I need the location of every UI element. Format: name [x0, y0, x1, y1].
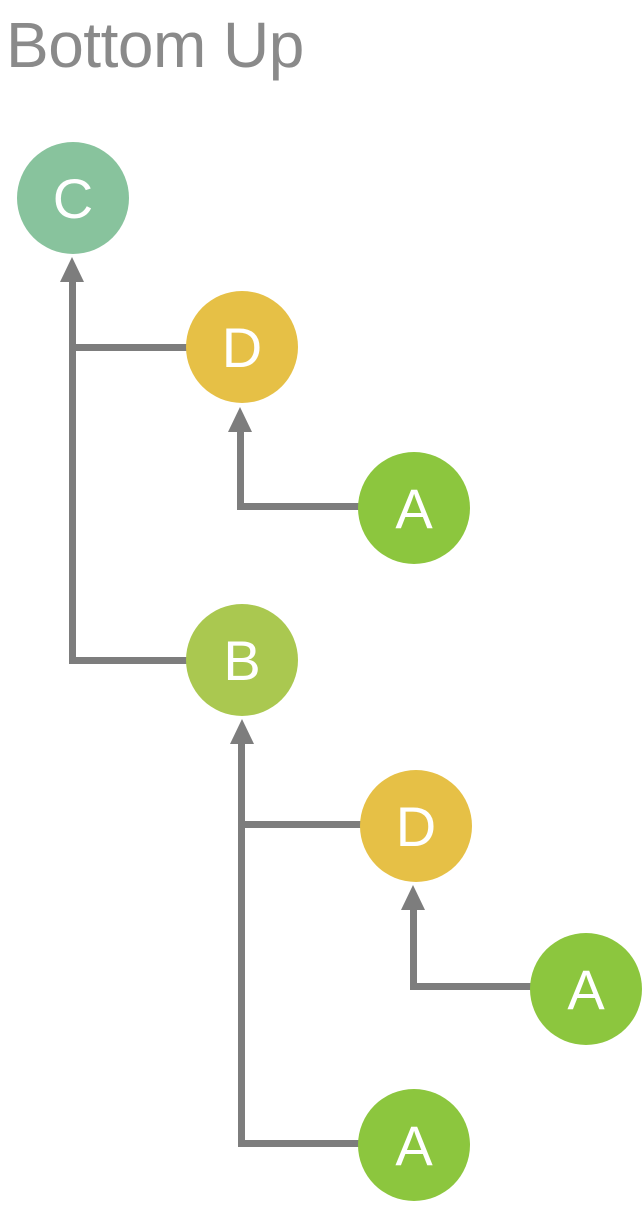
page-title: Bottom Up: [6, 9, 304, 81]
node-c-label: C: [52, 166, 94, 230]
edge-branch-to-d2: [238, 820, 361, 828]
node-c: C: [17, 142, 129, 254]
node-d-1-label: D: [221, 315, 263, 379]
edge-a1-d1-horizontal: [236, 503, 359, 510]
node-b: B: [186, 604, 298, 716]
edge-branch-to-a3: [238, 1140, 359, 1147]
arrow-up-into-c-icon: [60, 257, 84, 282]
edge-a1-d1-vertical: [236, 430, 244, 510]
arrow-up-into-d1-icon: [228, 407, 252, 432]
edge-trunk-b-vertical: [238, 742, 245, 1147]
edge-a2-d2-horizontal: [409, 982, 531, 990]
arrow-up-into-d2-icon: [401, 885, 425, 910]
node-a-3: A: [358, 1089, 470, 1201]
node-a-3-label: A: [395, 1113, 433, 1177]
node-b-label: B: [223, 628, 261, 692]
edge-branch-to-d1: [68, 343, 187, 351]
node-d-2: D: [360, 770, 472, 882]
node-a-2-label: A: [567, 957, 605, 1021]
edge-a2-d2-vertical: [409, 908, 417, 988]
node-d-2-label: D: [395, 794, 437, 858]
node-a-1: A: [358, 452, 470, 564]
node-a-2: A: [530, 933, 642, 1045]
arrow-up-into-b-icon: [229, 719, 254, 744]
edge-branch-to-b: [68, 656, 187, 664]
node-d-1: D: [186, 291, 298, 403]
edge-trunk-c-vertical: [68, 280, 76, 663]
node-a-1-label: A: [395, 476, 433, 540]
